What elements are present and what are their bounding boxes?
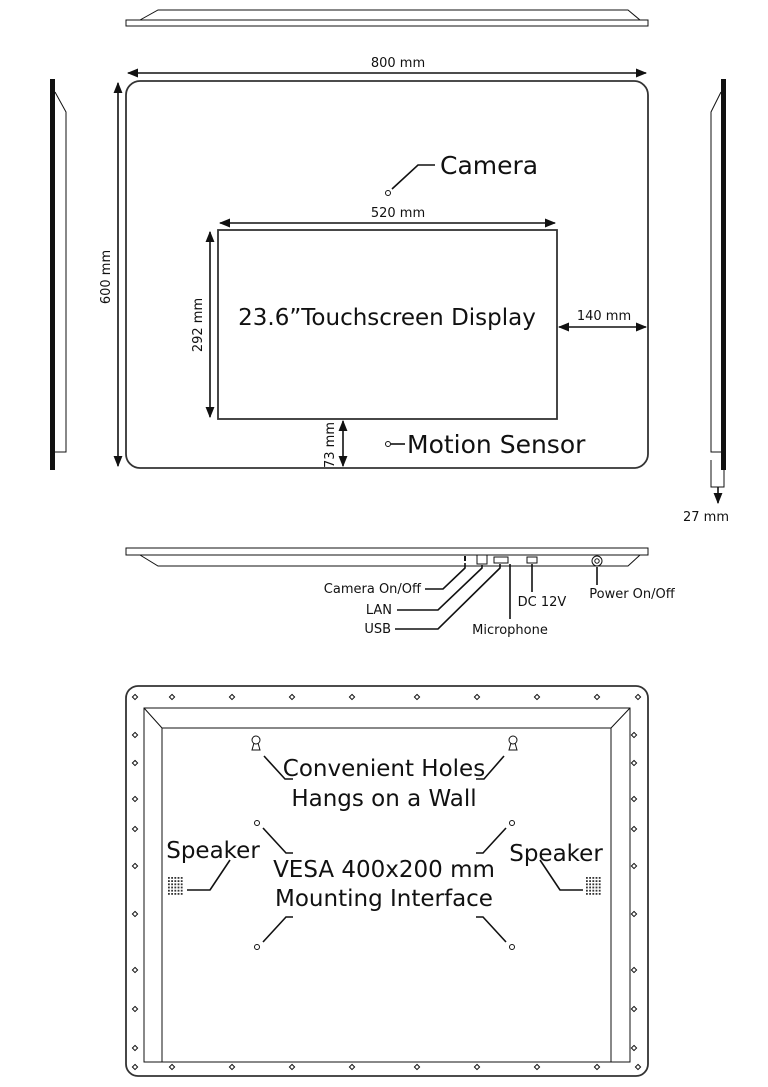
display-title: 23.6”Touchscreen Display — [238, 305, 536, 331]
screw-icon — [630, 731, 638, 739]
dc-label: DC 12V — [518, 595, 567, 610]
screw-icon — [630, 966, 638, 974]
front-frame-outline — [125, 80, 649, 469]
side-margin-label: 140 mm — [577, 309, 631, 324]
screw-icon — [634, 1063, 642, 1071]
screw-icon — [630, 862, 638, 870]
bottom-edge-view: Camera On/Off LAN USB Microphone DC 12V … — [125, 547, 676, 638]
bottom-margin-label: 73 mm — [323, 422, 338, 468]
holes-label-line2: Hangs on a Wall — [291, 786, 476, 812]
screw-icon — [413, 1063, 421, 1071]
screw-icon — [288, 1063, 296, 1071]
screw-icon — [168, 1063, 176, 1071]
depth-label: 27 mm — [683, 510, 729, 525]
motion-sensor-icon — [385, 441, 391, 447]
vesa-hole-icon — [254, 820, 260, 826]
camera-switch-label: Camera On/Off — [324, 582, 422, 597]
vesa-hole-icon — [254, 944, 260, 950]
screw-icon — [630, 910, 638, 918]
left-side-panel — [50, 79, 55, 470]
screw-icon — [131, 795, 139, 803]
keyhole-right-icon — [508, 735, 518, 751]
screw-icon — [131, 731, 139, 739]
screw-icon — [131, 825, 139, 833]
speaker-left-grille-icon — [168, 877, 183, 895]
screw-icon — [413, 693, 421, 701]
power-label: Power On/Off — [589, 587, 676, 602]
back-panel — [161, 727, 612, 1063]
keyhole-left-icon — [251, 735, 261, 751]
perimeter-screws — [131, 693, 642, 1071]
screw-icon — [630, 759, 638, 767]
screw-icon — [593, 1063, 601, 1071]
screw-icon — [634, 693, 642, 701]
height-label: 600 mm — [99, 250, 114, 304]
screw-icon — [288, 693, 296, 701]
back-view: Convenient Holes Hangs on a Wall VESA 40… — [125, 685, 649, 1077]
right-side-view: 27 mm — [683, 79, 729, 525]
camera-icon — [385, 190, 391, 196]
power-button-icon — [591, 555, 603, 567]
vesa-hole-icon — [509, 820, 515, 826]
camera-leader-line — [391, 164, 435, 190]
screw-icon — [348, 1063, 356, 1071]
screw-icon — [131, 1063, 139, 1071]
screw-icon — [228, 1063, 236, 1071]
microphone-label: Microphone — [472, 623, 548, 638]
screw-icon — [131, 693, 139, 701]
vesa-label-line1: VESA 400x200 mm — [273, 857, 495, 883]
motion-sensor-label: Motion Sensor — [407, 430, 586, 459]
dc-port — [526, 556, 538, 564]
right-side-panel — [721, 79, 726, 470]
screw-icon — [228, 693, 236, 701]
screw-icon — [131, 1005, 139, 1013]
front-view: 800 mm 600 mm 23.6”Touchscreen Display 5… — [99, 56, 649, 469]
speaker-right-grille-icon — [586, 877, 601, 895]
speaker-left-label: Speaker — [166, 838, 260, 864]
screw-icon — [533, 693, 541, 701]
screw-icon — [630, 1044, 638, 1052]
screw-icon — [630, 795, 638, 803]
usb-label: USB — [364, 622, 391, 637]
lan-port — [476, 554, 488, 565]
screw-icon — [473, 1063, 481, 1071]
display-height-label: 292 mm — [191, 298, 206, 352]
screw-icon — [533, 1063, 541, 1071]
screw-icon — [131, 1044, 139, 1052]
screw-icon — [131, 910, 139, 918]
screw-icon — [131, 759, 139, 767]
left-side-view — [50, 79, 67, 470]
screw-icon — [473, 693, 481, 701]
lan-label: LAN — [366, 603, 392, 618]
display-width-label: 520 mm — [371, 206, 425, 221]
vesa-hole-icon — [509, 944, 515, 950]
screw-icon — [131, 862, 139, 870]
vesa-label-line2: Mounting Interface — [275, 886, 493, 912]
top-edge-view — [125, 9, 649, 27]
usb-port — [493, 556, 509, 564]
screw-icon — [593, 693, 601, 701]
screw-icon — [348, 693, 356, 701]
holes-label-line1: Convenient Holes — [283, 756, 485, 782]
speaker-right-label: Speaker — [509, 841, 603, 867]
back-frame-outline — [125, 685, 649, 1077]
camera-switch-port — [464, 556, 466, 561]
screw-icon — [630, 825, 638, 833]
screw-icon — [630, 1005, 638, 1013]
width-label: 800 mm — [371, 56, 425, 71]
screw-icon — [168, 693, 176, 701]
camera-label: Camera — [440, 151, 538, 180]
screw-icon — [131, 966, 139, 974]
display-area — [217, 229, 558, 420]
